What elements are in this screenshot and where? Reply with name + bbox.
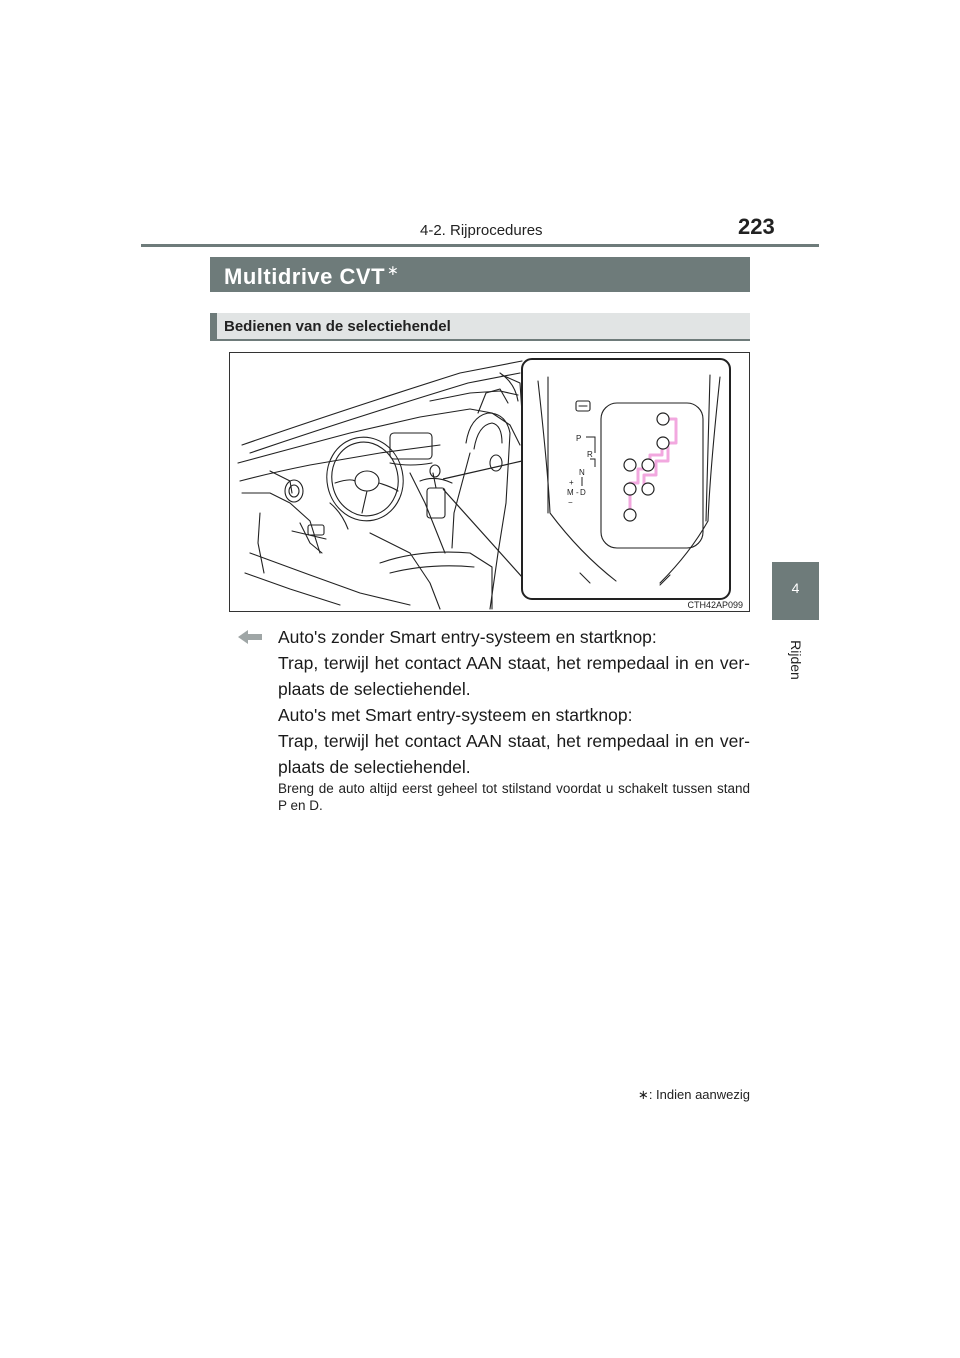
paragraph-with-smart-entry: Auto's met Smart entry-systeem en startk… [278,705,633,725]
chapter-label-text: Rijden [788,640,804,680]
header-section-title: 4-2. Rijprocedures [420,222,543,239]
gate-label-m: M [567,488,574,497]
gate-label-d: D [580,488,586,497]
header-rule [141,244,819,247]
gate-label-minus: − [568,498,573,507]
section-title: Multidrive CVT∗ [224,262,399,290]
chapter-label: Rijden [786,632,806,692]
footnote: ∗: Indien aanwezig [638,1087,750,1103]
subsection-accent-bar [210,313,217,341]
page-number: 223 [738,214,775,239]
paragraph-without-smart-entry: Auto's zonder Smart entry-systeem en sta… [278,627,657,647]
section-title-text: Multidrive CVT [224,264,386,289]
title-asterisk: ∗ [387,262,400,278]
gate-label-dash: - [576,488,579,497]
chapter-tab: 4 [772,562,819,620]
footnote-text: : Indien aanwezig [648,1087,750,1102]
figure-code: CTH42AP099 [685,600,745,610]
gate-label-n: N [579,468,585,477]
subsection-title: Bedienen van de selectiehendel [224,318,451,335]
arrow-left-icon [238,630,262,644]
paragraph-instruction-2: Trap, terwijl het contact AAN staat, het… [278,731,750,777]
gate-label-r: R [587,450,593,459]
gate-label-p: P [576,434,581,443]
note-text: Breng de auto altijd eerst geheel tot st… [278,781,750,813]
cabin-illustration-svg: P R N + M - D − [237,358,731,610]
gate-label-plus: + [569,478,574,487]
subsection-band: Bedienen van de selectiehendel [210,313,750,341]
chapter-number: 4 [791,580,800,596]
shift-lever-illustration: P R N + M - D − C [229,352,750,612]
section-title-band: Multidrive CVT∗ [210,257,750,292]
paragraph-instruction-1: Trap, terwijl het contact AAN staat, het… [278,653,750,699]
footnote-asterisk: ∗ [637,1087,649,1102]
